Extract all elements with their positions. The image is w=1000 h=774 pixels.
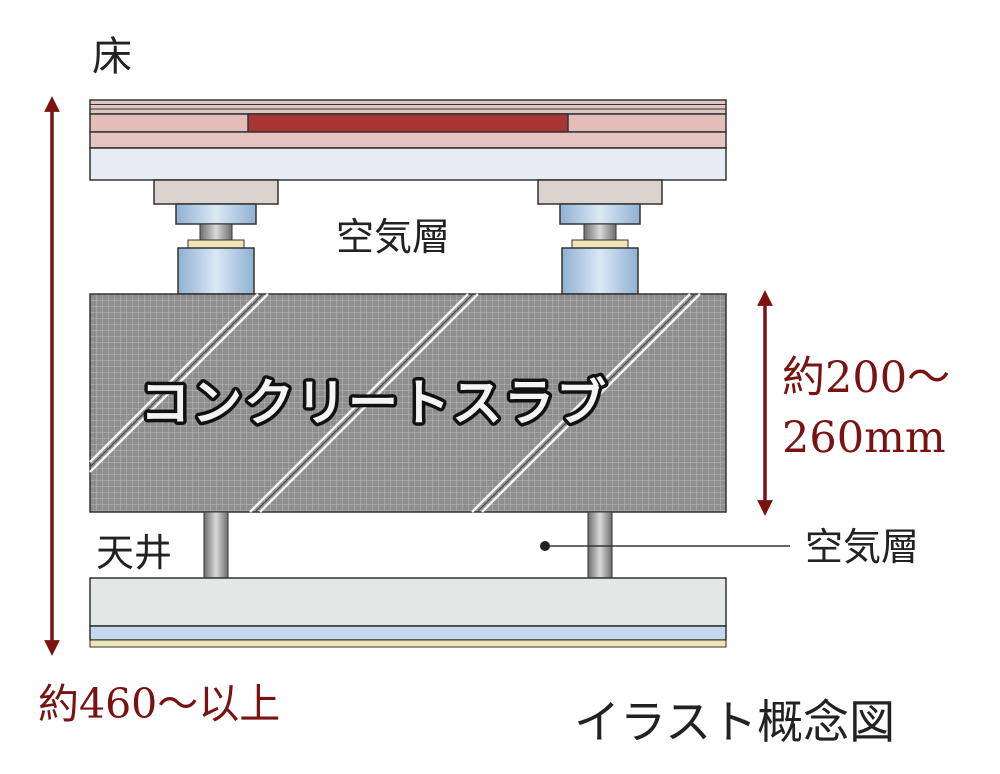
ceiling-assembly [89, 577, 727, 648]
diagram-caption: イラスト概念図 [574, 695, 895, 749]
floor-heating-red-strip [247, 113, 569, 133]
floor-label: 床 [92, 34, 132, 80]
floor-top-layers [89, 99, 727, 115]
floor-pink-layer [89, 131, 727, 149]
support-leg-left [153, 179, 279, 295]
air-layer-leader-dot [540, 541, 550, 551]
floor-base-panel [89, 147, 727, 181]
slab-label: コンクリートスラブ [140, 373, 608, 432]
slab-rebar-lines [89, 293, 701, 513]
slab-thickness-label-line2: 260mm [782, 413, 946, 463]
air-layer-bottom-label: 空気層 [805, 525, 919, 569]
air-layer-top-label: 空気層 [336, 215, 450, 259]
ceiling-label: 天井 [96, 531, 172, 575]
total-height-label: 約460～以上 [38, 680, 280, 728]
ceiling-hanger-rod-left [203, 511, 229, 579]
slab-rebar-lines-dark [89, 293, 696, 513]
floor-assembly [89, 99, 727, 181]
ceiling-hanger-rod-right [587, 511, 613, 579]
support-leg-right [537, 179, 663, 295]
slab-thickness-label-line1: 約200～ [782, 353, 950, 403]
concrete-slab [89, 293, 727, 513]
